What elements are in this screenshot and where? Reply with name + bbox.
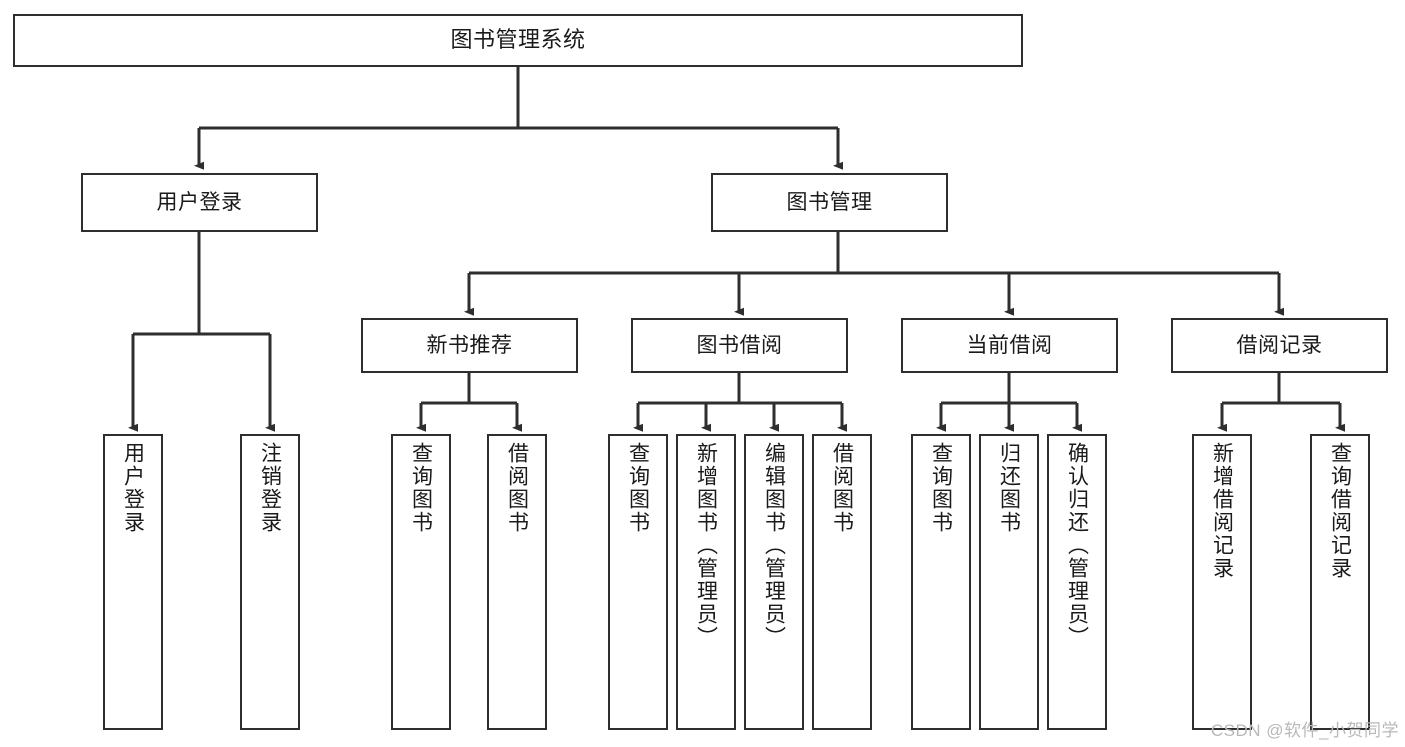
node-leaf-return-book[interactable]: 归还图书 bbox=[979, 434, 1039, 730]
node-user-login-label: 用户登录 bbox=[156, 190, 243, 214]
node-leaf-confirm-return-label: 确认归还（管理员） bbox=[1065, 442, 1089, 649]
node-leaf-borrow-book-1[interactable]: 借阅图书 bbox=[487, 434, 547, 730]
node-leaf-add-record[interactable]: 新增借阅记录 bbox=[1192, 434, 1252, 730]
node-book-borrow-label: 图书借阅 bbox=[696, 333, 783, 357]
node-leaf-add-book[interactable]: 新增图书（管理员） bbox=[676, 434, 736, 730]
node-new-book-recommend-label: 新书推荐 bbox=[426, 333, 513, 357]
node-leaf-borrow-book-2[interactable]: 借阅图书 bbox=[812, 434, 872, 730]
node-borrow-record-label: 借阅记录 bbox=[1236, 333, 1323, 357]
node-root-label: 图书管理系统 bbox=[450, 27, 586, 53]
node-leaf-edit-book[interactable]: 编辑图书（管理员） bbox=[744, 434, 804, 730]
node-leaf-query-book-1-label: 查询图书 bbox=[409, 442, 433, 534]
node-leaf-query-book-3-label: 查询图书 bbox=[929, 442, 953, 534]
node-leaf-confirm-return[interactable]: 确认归还（管理员） bbox=[1047, 434, 1107, 730]
node-leaf-logout-login[interactable]: 注销登录 bbox=[240, 434, 300, 730]
node-book-manage[interactable]: 图书管理 bbox=[711, 173, 948, 232]
node-leaf-query-record[interactable]: 查询借阅记录 bbox=[1310, 434, 1370, 730]
node-leaf-query-book-2-label: 查询图书 bbox=[626, 442, 650, 534]
node-root[interactable]: 图书管理系统 bbox=[13, 14, 1023, 67]
watermark-text: CSDN @软件_小贺同学 bbox=[1210, 721, 1399, 740]
node-book-manage-label: 图书管理 bbox=[786, 190, 873, 214]
node-leaf-user-login-label: 用户登录 bbox=[121, 442, 145, 534]
node-leaf-add-book-label: 新增图书（管理员） bbox=[694, 442, 718, 649]
node-leaf-user-login[interactable]: 用户登录 bbox=[103, 434, 163, 730]
node-borrow-record[interactable]: 借阅记录 bbox=[1171, 318, 1388, 373]
node-leaf-query-book-1[interactable]: 查询图书 bbox=[391, 434, 451, 730]
node-leaf-add-record-label: 新增借阅记录 bbox=[1210, 442, 1234, 580]
node-book-borrow[interactable]: 图书借阅 bbox=[631, 318, 848, 373]
node-current-borrow[interactable]: 当前借阅 bbox=[901, 318, 1118, 373]
node-leaf-borrow-book-2-label: 借阅图书 bbox=[830, 442, 854, 534]
node-current-borrow-label: 当前借阅 bbox=[966, 333, 1053, 357]
node-leaf-query-book-2[interactable]: 查询图书 bbox=[608, 434, 668, 730]
node-leaf-query-book-3[interactable]: 查询图书 bbox=[911, 434, 971, 730]
node-leaf-edit-book-label: 编辑图书（管理员） bbox=[762, 442, 786, 649]
node-leaf-return-book-label: 归还图书 bbox=[997, 442, 1021, 534]
node-leaf-borrow-book-1-label: 借阅图书 bbox=[505, 442, 529, 534]
node-leaf-query-record-label: 查询借阅记录 bbox=[1328, 442, 1352, 580]
node-leaf-logout-login-label: 注销登录 bbox=[258, 442, 282, 534]
node-user-login[interactable]: 用户登录 bbox=[81, 173, 318, 232]
node-new-book-recommend[interactable]: 新书推荐 bbox=[361, 318, 578, 373]
